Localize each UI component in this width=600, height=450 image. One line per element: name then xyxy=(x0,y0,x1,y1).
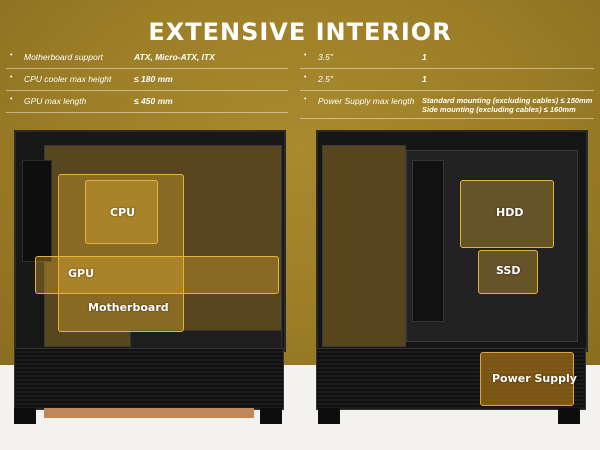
cpu-zone xyxy=(85,180,158,244)
bullet-icon: • xyxy=(10,74,13,81)
ssd-zone xyxy=(478,250,538,294)
power-supply-label: Power Supply xyxy=(492,372,577,385)
hdd-label: HDD xyxy=(496,206,524,219)
bullet-icon: • xyxy=(304,74,307,81)
hdd-zone xyxy=(460,180,554,248)
spec-value: Standard mounting (excluding cables) ≤ 1… xyxy=(422,96,593,105)
page-title: EXTENSIVE INTERIOR xyxy=(148,18,452,46)
spec-value: 1 xyxy=(422,52,427,62)
spec-label: GPU max length xyxy=(24,96,87,106)
spec-row-ssd-bays: • 2.5" 1 xyxy=(300,68,594,91)
spec-value: 1 xyxy=(422,74,427,84)
spec-row-cpu-cooler: • CPU cooler max height ≤ 180 mm xyxy=(6,68,288,91)
spec-label: 2.5" xyxy=(318,74,333,84)
bullet-icon: • xyxy=(10,96,13,103)
spec-row-power-supply: • Power Supply max length Standard mount… xyxy=(300,90,594,119)
cpu-label: CPU xyxy=(110,206,136,219)
gpu-zone xyxy=(35,256,279,294)
power-supply-zone xyxy=(480,352,574,406)
gpu-label: GPU xyxy=(68,267,95,280)
bullet-icon: • xyxy=(10,52,13,59)
spec-label: Power Supply max length xyxy=(318,96,415,106)
bullet-icon: • xyxy=(304,96,307,103)
motherboard-label: Motherboard xyxy=(88,301,169,314)
spec-row-gpu: • GPU max length ≤ 450 mm xyxy=(6,90,288,113)
spec-value: ATX, Micro-ATX, ITX xyxy=(134,52,215,62)
spec-label: CPU cooler max height xyxy=(24,74,112,84)
spec-value: ≤ 450 mm xyxy=(134,96,173,106)
spec-value: ≤ 180 mm xyxy=(134,74,173,84)
spec-value-secondary: Side mounting (excluding cables) ≤ 160mm xyxy=(422,105,576,114)
spec-label: 3.5" xyxy=(318,52,333,62)
spec-row-hdd-bays: • 3.5" 1 xyxy=(300,46,594,69)
ssd-label: SSD xyxy=(496,264,521,277)
motherboard-zone xyxy=(58,174,184,332)
spec-row-motherboard: • Motherboard support ATX, Micro-ATX, IT… xyxy=(6,46,288,69)
spec-label: Motherboard support xyxy=(24,52,103,62)
bullet-icon: • xyxy=(304,52,307,59)
